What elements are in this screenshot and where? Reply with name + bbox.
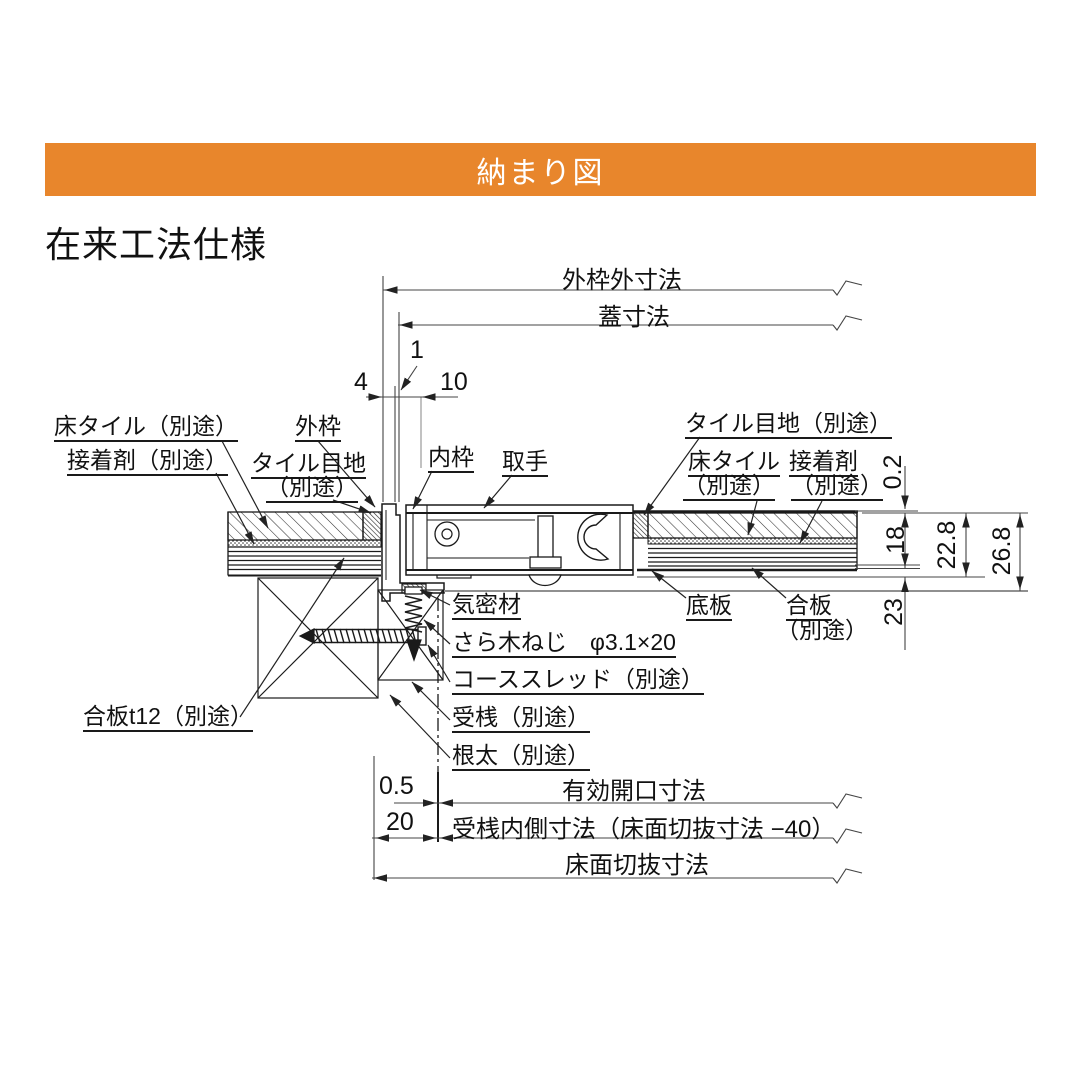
label-adhesive-left: 接着剤（別途）	[67, 447, 228, 476]
label-wood-screw: さら木ねじ φ3.1×20	[452, 629, 676, 658]
label-handle: 取手	[502, 448, 548, 477]
dim-receiver-inner: 受桟内側寸法（床面切抜寸法 −40）	[452, 816, 836, 843]
dim-floor-cutout: 床面切抜寸法	[565, 852, 709, 879]
label-tile-joint-left-2: （別途）	[266, 474, 358, 503]
dim-10: 10	[440, 368, 468, 396]
dim-outer-frame-width: 外枠外寸法	[562, 267, 682, 294]
label-bottom-plate: 底板	[686, 592, 732, 621]
dim-1: 1	[410, 336, 424, 364]
label-plywood-t12: 合板t12（別途）	[83, 703, 253, 732]
dim-23: 23	[880, 598, 908, 626]
dim-20: 20	[386, 808, 414, 836]
label-receiver-rail: 受桟（別途）	[452, 704, 590, 733]
dim-effective-opening: 有効開口寸法	[562, 778, 706, 805]
label-plywood-right-2: （別途）	[776, 617, 868, 643]
dim-0-5: 0.5	[379, 772, 414, 800]
dim-22-8: 22.8	[933, 520, 961, 570]
spec-subtitle: 在来工法仕様	[45, 224, 268, 265]
label-tile-joint-right: タイル目地（別途）	[685, 410, 892, 439]
label-adhesive-right: 接着剤	[789, 448, 858, 477]
label-floor-tile-left: 床タイル（別途）	[54, 413, 238, 442]
label-joist: 根太（別途）	[452, 742, 590, 771]
page-title: 納まり図	[476, 156, 605, 190]
label-plywood-right: 合板	[786, 592, 832, 621]
dim-26-8: 26.8	[988, 526, 1016, 576]
label-coarse-thread: コーススレッド（別途）	[452, 666, 704, 695]
label-inner-frame: 内枠	[428, 444, 474, 473]
label-airtight-seal: 気密材	[452, 591, 521, 620]
dim-4: 4	[354, 368, 368, 396]
title-bar: 納まり図	[45, 143, 1036, 196]
label-adhesive-right-2: （別途）	[791, 472, 883, 501]
label-floor-tile-right: 床タイル	[688, 448, 780, 477]
label-tile-joint-left: タイル目地	[251, 450, 366, 479]
dim-lid-width: 蓋寸法	[598, 304, 670, 331]
label-floor-tile-right-2: （別途）	[683, 472, 775, 501]
label-outer-frame: 外枠	[295, 413, 341, 442]
